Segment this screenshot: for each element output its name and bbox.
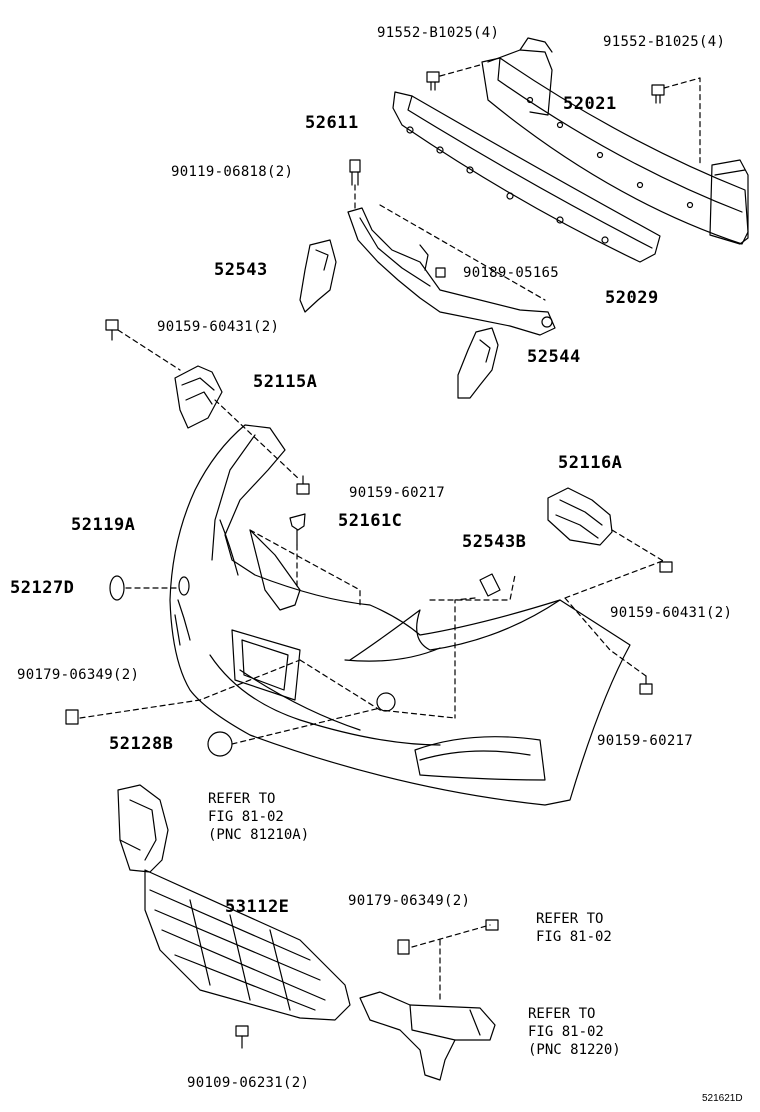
label-90119: 90119-06818(2) <box>171 164 294 180</box>
retainer-52116A <box>547 487 613 546</box>
cap-52128B <box>207 692 396 757</box>
grille-53112E <box>144 869 351 1021</box>
bolt-91552-right <box>651 84 665 104</box>
clip-90179-lower <box>397 939 410 955</box>
refer-note-fog-upper: REFER TO FIG 81-02 (PNC 81210A) <box>208 790 309 844</box>
label-52115A: 52115A <box>253 372 318 392</box>
fog-lamp-bracket-upper <box>117 784 169 873</box>
label-90179-lower: 90179-06349(2) <box>348 893 471 909</box>
clip-90189 <box>435 267 446 278</box>
refer-note-line: REFER TO <box>528 1006 596 1022</box>
bumper-cover-52119A <box>169 424 631 806</box>
retainer-52115A <box>174 365 223 429</box>
label-52543: 52543 <box>214 260 268 280</box>
cap-52127D <box>109 575 190 601</box>
label-90189: 90189-05165 <box>463 265 560 281</box>
refer-note-line: REFER TO <box>208 791 276 807</box>
clip-52161C <box>289 513 306 546</box>
label-52128B: 52128B <box>109 734 174 754</box>
label-52119A: 52119A <box>71 515 136 535</box>
label-52029: 52029 <box>605 288 659 308</box>
refer-note-line: FIG 81-02 <box>536 929 612 945</box>
bolt-91552-left <box>426 71 440 91</box>
label-52611: 52611 <box>305 113 359 133</box>
refer-note-line: REFER TO <box>536 911 604 927</box>
label-90159-60217-right: 90159-60217 <box>597 733 694 749</box>
refer-note-fog-lower: REFER TO FIG 81-02 (PNC 81220) <box>528 1005 621 1059</box>
bumper-reinforcement-52021 <box>481 37 749 245</box>
refer-note-screw-right: REFER TO FIG 81-02 <box>536 910 612 946</box>
label-91552-right: 91552-B1025(4) <box>603 34 726 50</box>
fog-lamp-lower <box>359 991 496 1081</box>
label-52161C: 52161C <box>338 511 403 531</box>
screw-90159-60431-right <box>659 561 673 573</box>
label-52543B: 52543B <box>462 532 527 552</box>
label-91552-left: 91552-B1025(4) <box>377 25 500 41</box>
screw-90159-60431-top <box>105 319 119 341</box>
label-52127D: 52127D <box>10 578 75 598</box>
refer-note-line: (PNC 81220) <box>528 1042 621 1058</box>
refer-note-line: (PNC 81210A) <box>208 827 310 843</box>
diagram-code: 521621D <box>702 1093 743 1104</box>
seal-52544 <box>457 327 499 399</box>
refer-note-line: FIG 81-02 <box>208 809 284 825</box>
screw-lower-right <box>485 919 499 931</box>
bracket-52029 <box>347 207 556 336</box>
refer-note-line: FIG 81-02 <box>528 1024 604 1040</box>
label-53112E: 53112E <box>225 897 290 917</box>
label-52544: 52544 <box>527 347 581 367</box>
seal-52543 <box>299 239 337 313</box>
pad-52543B <box>479 573 501 597</box>
label-52116A: 52116A <box>558 453 623 473</box>
bolt-90109 <box>235 1025 249 1049</box>
label-90179-left: 90179-06349(2) <box>17 667 140 683</box>
energy-absorber-52611 <box>392 91 661 263</box>
stud-90119 <box>349 159 361 186</box>
label-90109: 90109-06231(2) <box>187 1075 310 1091</box>
label-90159-60431-top: 90159-60431(2) <box>157 319 280 335</box>
label-90159-60431-right: 90159-60431(2) <box>610 605 733 621</box>
clip-90179-left <box>65 709 79 725</box>
label-52021: 52021 <box>563 94 617 114</box>
screw-90159-60217-right <box>639 675 653 695</box>
screw-90159-60217-top <box>296 475 310 495</box>
label-90159-60217-top: 90159-60217 <box>349 485 446 501</box>
